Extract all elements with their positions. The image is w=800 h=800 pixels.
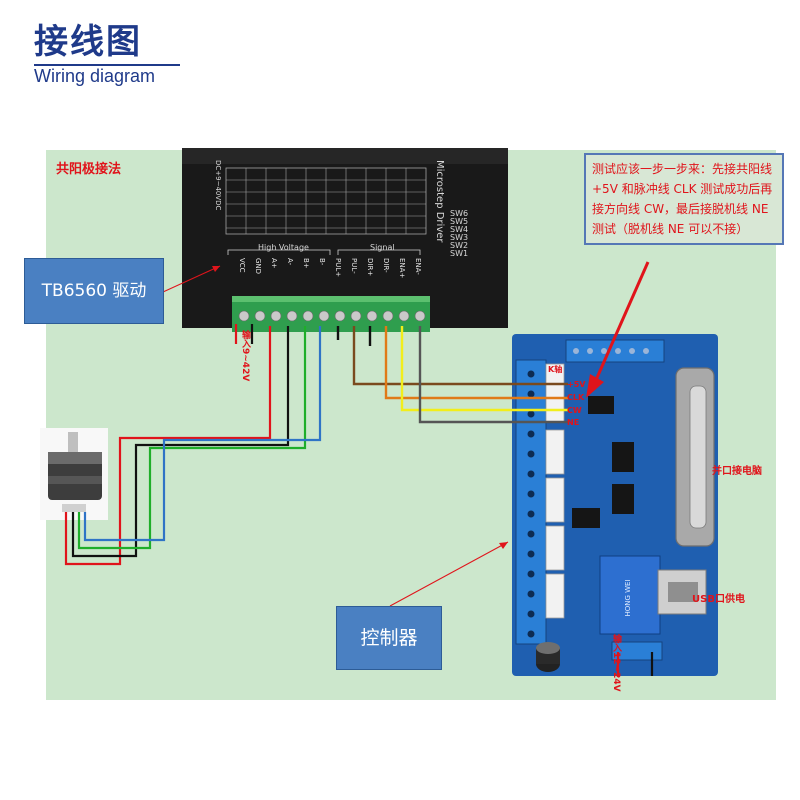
wire-blue-motor — [83, 326, 322, 542]
wire-brown-plus5v — [352, 326, 568, 386]
switch-label: SW5 — [450, 217, 469, 226]
ne-label: NE — [567, 418, 580, 427]
driver-pin-label: DIR- — [382, 258, 390, 273]
driver-input-voltage-label: 输入9~42V — [240, 330, 250, 382]
driver-pin-label: DIR+ — [366, 258, 374, 277]
driver-pin-label: ENA- — [414, 258, 422, 275]
driver-heatsink-edge — [182, 148, 508, 164]
driver-pin-label: A- — [286, 258, 294, 266]
driver-bracket-lines — [227, 249, 421, 255]
driver-pin-label: B+ — [302, 258, 310, 269]
driver-dip-table — [225, 167, 427, 235]
usb-power-label: USB口供电 — [692, 594, 745, 605]
cw-label: CW — [567, 406, 582, 415]
switch-label: SW2 — [450, 241, 469, 250]
switch-label: SW4 — [450, 225, 469, 234]
controller-pcb: HONG WEI — [512, 334, 718, 676]
driver-pin-label: ENA+ — [398, 258, 406, 279]
controller-callout: 控制器 — [336, 606, 442, 670]
capacitor-icon — [536, 642, 560, 672]
driver-signal-label: Signal — [370, 243, 395, 252]
relay-brand: HONG WEI — [624, 579, 632, 616]
arrow-icon — [162, 265, 509, 607]
driver-terminal-block — [232, 296, 430, 332]
controller-power-wires — [616, 652, 654, 676]
wire-red-motor — [64, 326, 272, 566]
page-subtitle: Wiring diagram — [34, 66, 156, 86]
title-underline — [34, 64, 180, 66]
usb-port-icon — [657, 569, 707, 615]
wiring-method-label: 共阳极接法 — [56, 162, 122, 177]
stepper-motor-icon — [40, 428, 108, 520]
db25-connector-icon — [675, 367, 715, 547]
relay-icon: HONG WEI — [599, 555, 661, 635]
driver-pin-label: VCC — [238, 258, 246, 273]
driver-power-wires — [234, 324, 254, 344]
parallel-port-label: 并口接电脑 — [712, 466, 762, 477]
driver-dc-range: DC+9~40VDC — [214, 160, 222, 211]
driver-pin-label: A+ — [270, 258, 278, 269]
plus5v-label: +5V — [567, 380, 586, 389]
switch-label: SW1 — [450, 249, 469, 258]
motor-wires — [64, 326, 322, 566]
driver-pin-label: GND — [254, 258, 262, 275]
clk-label: CLK — [567, 393, 585, 402]
page-title: 接线图 — [34, 22, 142, 62]
driver-pin-label: PUL- — [350, 258, 358, 274]
wire-gray-ne — [418, 326, 568, 424]
driver-pin-label: B- — [318, 258, 326, 266]
wire-orange-clk — [384, 326, 568, 400]
test-procedure-note: 测试应该一步一步来：先接共阳线+5V 和脉冲线 CLK 测试成功后再接方向线 C… — [584, 153, 784, 245]
signal-wires — [336, 326, 568, 424]
note-arrow-icon — [586, 261, 650, 398]
switch-label: SW6 — [450, 209, 469, 218]
wire-yellow-cw — [400, 326, 568, 412]
driver-model-text: Microstep Driver — [434, 160, 445, 243]
driver-switch-list: SW6 SW5 SW4 SW3 SW2 SW1 — [450, 210, 468, 258]
switch-label: SW3 — [450, 233, 469, 242]
driver-callout: TB6560 驱动 — [24, 258, 164, 324]
wire-green-motor — [77, 326, 307, 550]
wire-black-motor — [71, 326, 290, 558]
driver-high-voltage-label: High Voltage — [258, 243, 309, 252]
driver-pin-label: PUL+ — [334, 258, 342, 278]
k-axis-label: K轴 — [548, 365, 563, 374]
controller-input-voltage-label: 输入12~24V — [611, 634, 621, 692]
